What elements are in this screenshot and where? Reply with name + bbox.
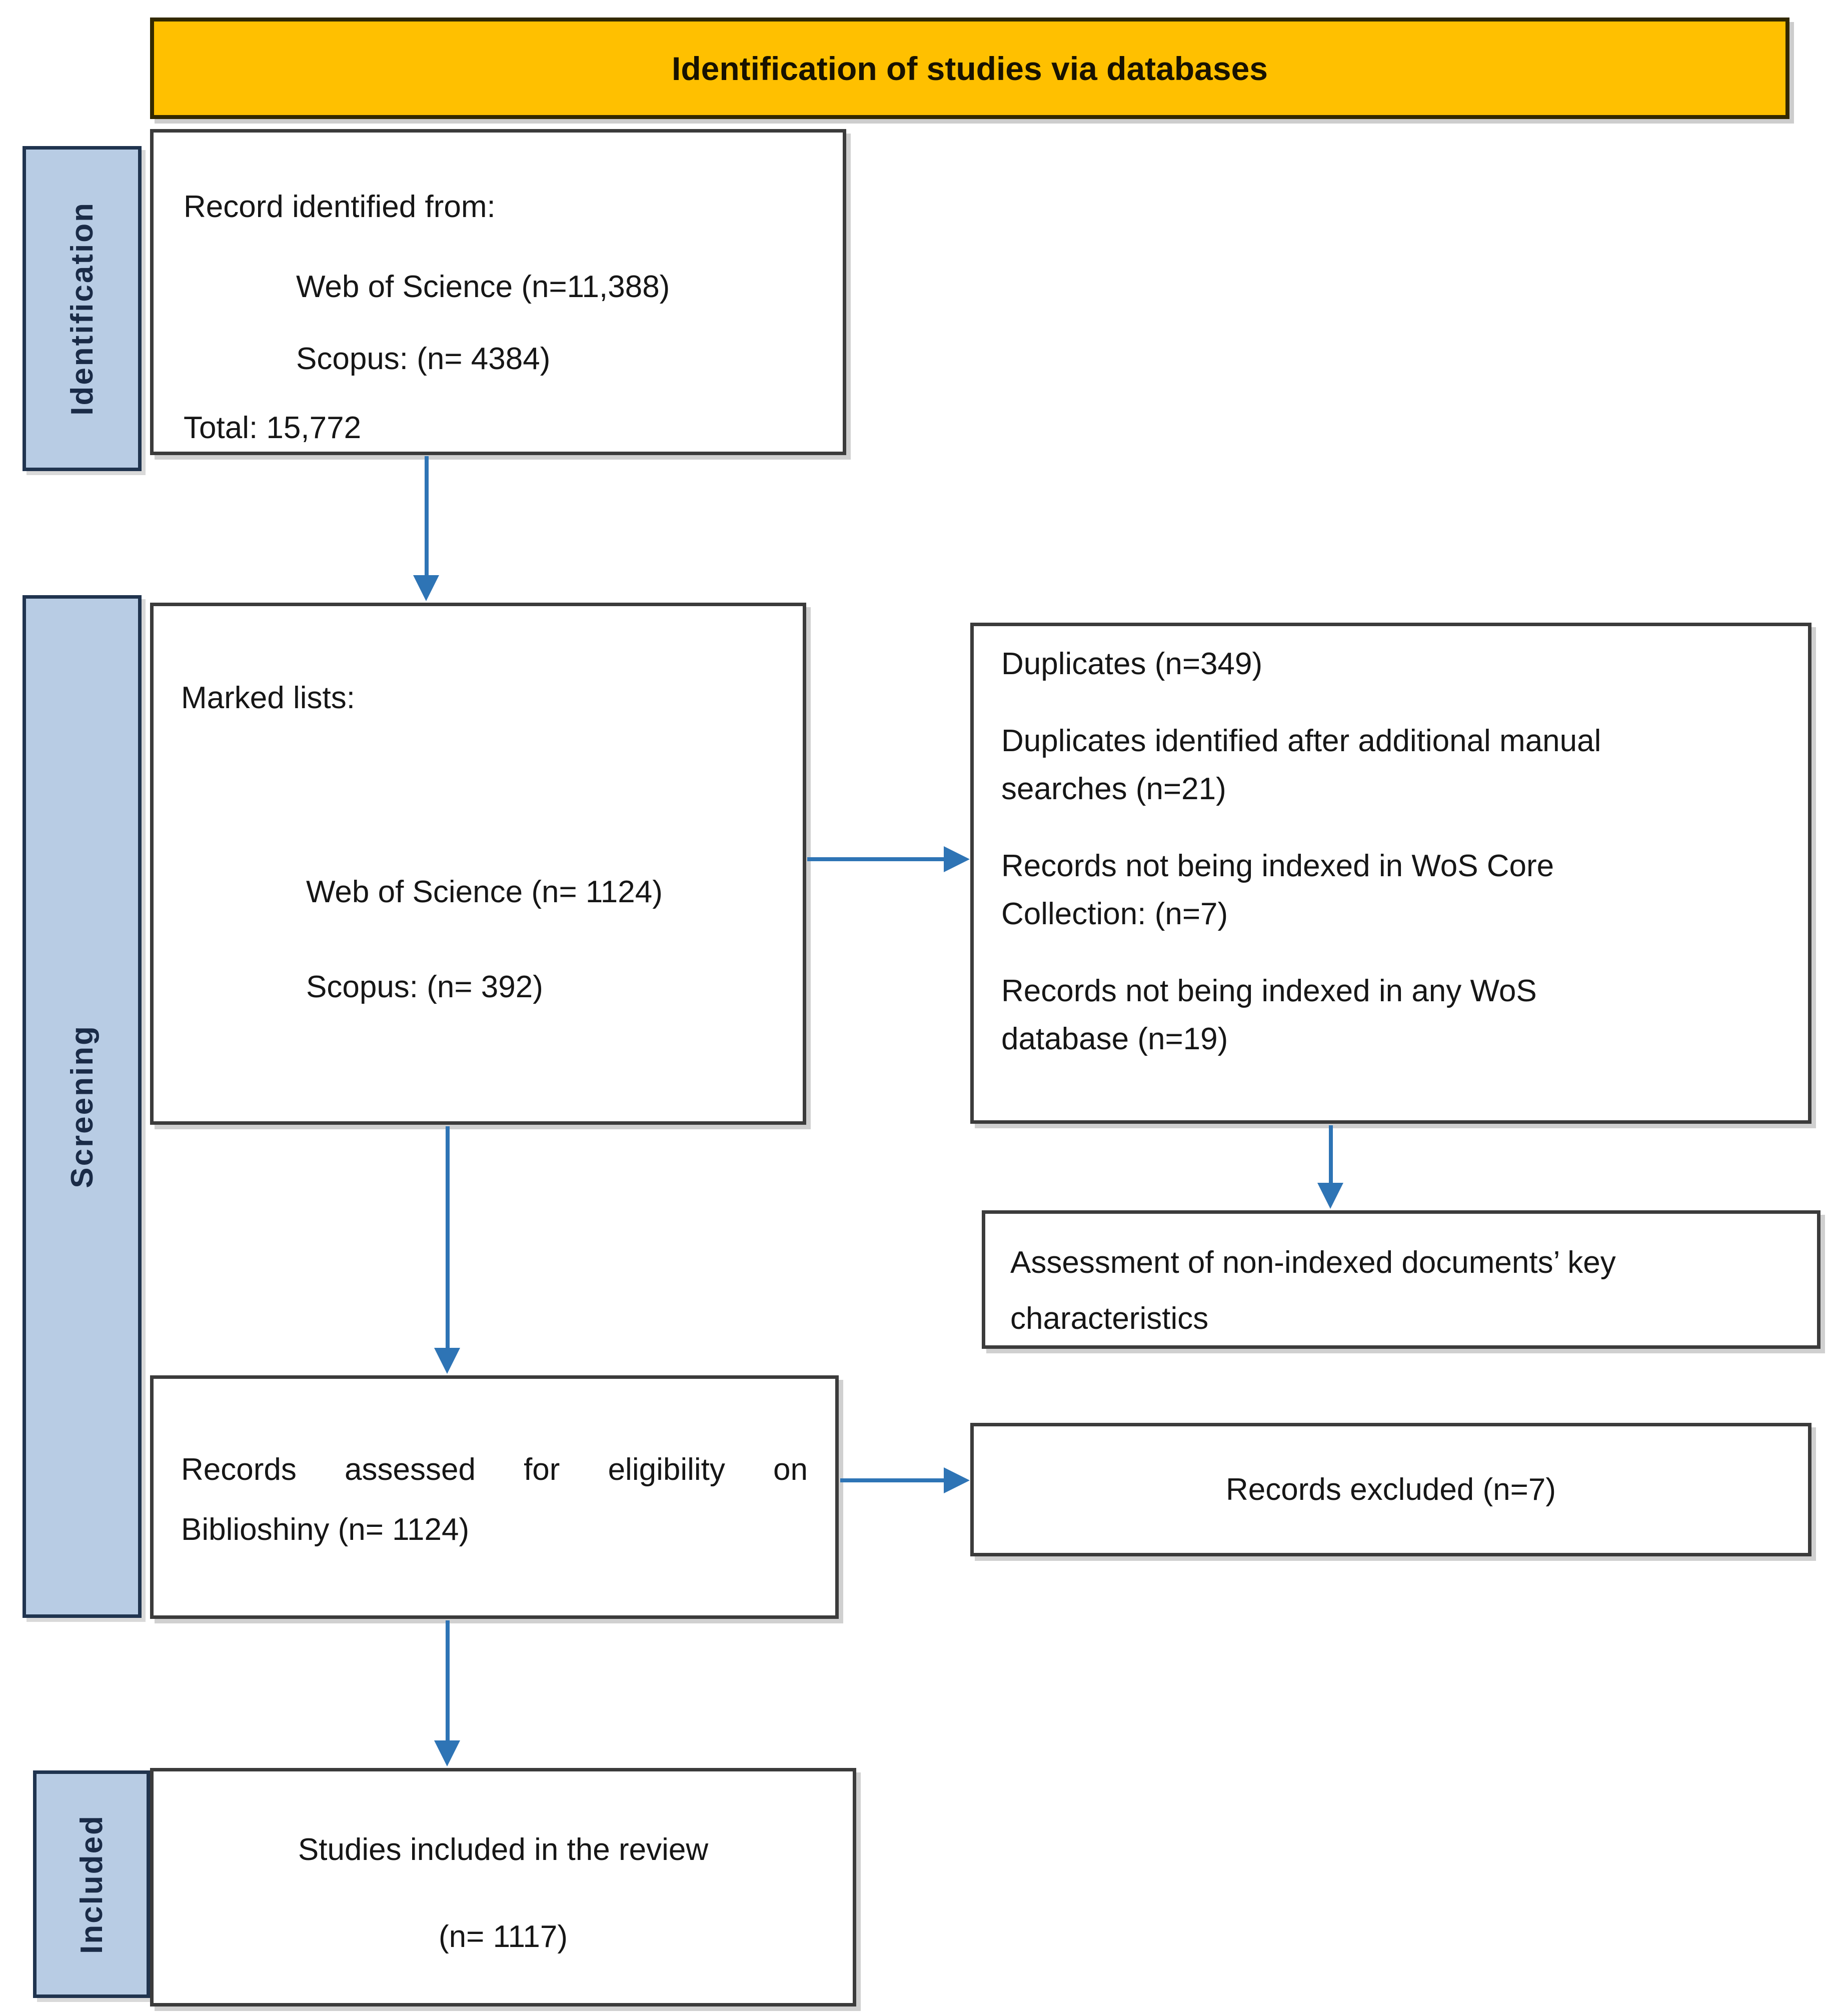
not-indexed-any-line1: Records not being indexed in any WoS — [1001, 974, 1537, 1008]
duplicates-count: Duplicates (n=349) — [1001, 647, 1263, 681]
arrow-eligibility-to-excluded-head — [944, 1467, 970, 1493]
assessment-line1: Assessment of non-indexed documents’ key — [1010, 1245, 1616, 1280]
arrow-duplicates-to-assessment-head — [1317, 1183, 1343, 1209]
arrow-eligibility-to-excluded-line — [840, 1478, 946, 1482]
arrow-eligibility-to-included-head — [434, 1740, 460, 1766]
box-records-excluded: Records excluded (n=7) — [970, 1423, 1811, 1556]
marked-lists-source-wos: Web of Science (n= 1124) — [306, 875, 663, 909]
arrow-marked-to-duplicates-line — [807, 857, 945, 861]
box-included-studies: Studies included in the review (n= 1117) — [150, 1768, 856, 2006]
box-assessment-non-indexed: Assessment of non-indexed documents’ key… — [982, 1210, 1820, 1349]
duplicates-manual-line2: searches (n=21) — [1001, 772, 1226, 806]
stage-label-screening: Screening — [23, 595, 142, 1618]
box-marked-lists: Marked lists: Web of Science (n= 1124) S… — [150, 603, 806, 1125]
not-indexed-any-line2: database (n=19) — [1001, 1022, 1228, 1056]
records-identified-intro: Record identified from: — [184, 190, 496, 224]
included-studies-line1: Studies included in the review — [298, 1832, 709, 1867]
eligibility-line1: Records assessed for eligibility on — [181, 1452, 808, 1487]
arrow-eligibility-to-included-line — [446, 1620, 450, 1741]
records-excluded-text: Records excluded (n=7) — [1226, 1472, 1556, 1507]
marked-lists-source-scopus: Scopus: (n= 392) — [306, 970, 543, 1004]
stage-label-identification: Identification — [23, 146, 142, 471]
stage-label-included-text: Included — [74, 1814, 109, 1954]
included-studies-count: (n= 1117) — [439, 1919, 568, 1954]
assessment-line2: characteristics — [1010, 1301, 1209, 1336]
stage-label-screening-text: Screening — [65, 1025, 100, 1188]
stage-label-included: Included — [33, 1770, 150, 1998]
not-indexed-core-line1: Records not being indexed in WoS Core — [1001, 849, 1554, 883]
duplicates-manual-line1: Duplicates identified after additional m… — [1001, 724, 1601, 758]
box-records-identified: Record identified from: Web of Science (… — [150, 129, 846, 455]
arrow-duplicates-to-assessment-line — [1329, 1125, 1333, 1184]
records-identified-total: Total: 15,772 — [184, 411, 362, 445]
eligibility-line2: Biblioshiny (n= 1124) — [181, 1512, 470, 1547]
header-title: Identification of studies via databases — [672, 50, 1268, 87]
not-indexed-core: Records not being indexed in WoS Core Co… — [1001, 842, 1785, 938]
arrow-identified-to-marked-line — [425, 456, 429, 576]
records-identified-source-wos: Web of Science (n=11,388) — [296, 270, 670, 304]
header-banner: Identification of studies via databases — [150, 18, 1789, 119]
box-duplicates-removed: Duplicates (n=349) Duplicates identified… — [970, 623, 1811, 1124]
records-identified-source-scopus: Scopus: (n= 4384) — [296, 342, 551, 376]
arrow-identified-to-marked-head — [413, 575, 439, 601]
not-indexed-core-line2: Collection: (n=7) — [1001, 897, 1228, 931]
arrow-marked-to-duplicates-head — [944, 846, 970, 872]
box-eligibility: Records assessed for eligibility on Bibl… — [150, 1375, 839, 1619]
marked-lists-intro: Marked lists: — [181, 681, 355, 715]
arrow-marked-to-eligibility-line — [446, 1126, 450, 1349]
stage-label-identification-text: Identification — [65, 202, 100, 416]
duplicates-manual-searches: Duplicates identified after additional m… — [1001, 717, 1785, 813]
arrow-marked-to-eligibility-head — [434, 1348, 460, 1374]
not-indexed-any: Records not being indexed in any WoS dat… — [1001, 967, 1785, 1063]
